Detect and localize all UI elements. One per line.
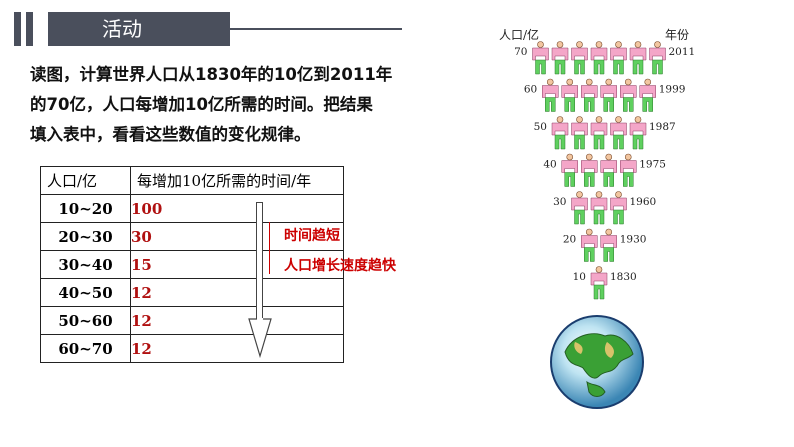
population-label: 50 <box>534 121 547 133</box>
column-header-time: 每增加10亿所需的时间/年 <box>130 166 344 195</box>
person-figure <box>620 153 637 187</box>
person-figure <box>571 116 588 150</box>
figure-ylabel: 人口/亿 <box>499 28 540 42</box>
person-figure <box>620 78 637 112</box>
year-label: 1975 <box>639 159 666 171</box>
table-row: 60~70 12 <box>40 334 344 363</box>
years-cell: 30 <box>130 222 344 251</box>
population-label: 60 <box>524 84 537 96</box>
person-figure <box>629 41 647 75</box>
years-cell: 15 <box>130 250 344 279</box>
note-growth-faster: 人口增长速度趋快 <box>284 258 396 274</box>
year-label: 1830 <box>610 271 637 283</box>
population-cell: 40~50 <box>40 278 131 307</box>
table-row: 10~20 100 <box>40 194 344 223</box>
instruction-line: 的70亿，人口每增加10亿所需的时间。把结果 <box>30 95 373 114</box>
population-label: 20 <box>563 234 576 246</box>
people-rows: 70 2011 60 1999 50 1987 40 1975 30 1960 20 1930 10 18… <box>514 41 696 300</box>
year-label: 1930 <box>620 234 647 246</box>
person-figure <box>600 78 617 112</box>
instruction-line: 填入表中，看看这些数值的变化规律。 <box>30 125 311 144</box>
person-figure <box>581 153 598 187</box>
years-cell: 100 <box>130 194 344 223</box>
person-figure <box>551 41 569 75</box>
note-bracket <box>269 222 270 274</box>
person-figure <box>649 41 666 75</box>
table-header-row: 人口/亿 每增加10亿所需的时间/年 <box>40 166 344 195</box>
note-time-shorter: 时间趋短 <box>284 228 340 244</box>
person-figure <box>551 116 569 150</box>
trend-arrow-head-icon <box>248 318 272 358</box>
instructions: 读图，计算世界人口从1830年的10亿到2011年 的70亿，人口每增加10亿所… <box>30 60 400 150</box>
year-label: 2011 <box>669 46 696 58</box>
person-figure <box>600 153 617 187</box>
year-label: 1960 <box>630 196 657 208</box>
table-row: 40~50 12 <box>40 278 344 307</box>
person-figure <box>629 116 647 150</box>
table-row: 30~40 15 <box>40 250 344 279</box>
population-figure: 人口/亿 年份 70 2011 60 1999 50 1987 40 1975 30 1960 20… <box>455 0 794 447</box>
year-label: 1999 <box>659 84 686 96</box>
years-cell: 12 <box>130 278 344 307</box>
table-row: 20~30 30 <box>40 222 344 251</box>
instruction-line: 读图，计算世界人口从1830年的10亿到2011年 <box>30 65 393 84</box>
person-figure <box>542 78 559 112</box>
page-title: 活动 <box>48 12 230 46</box>
globe-icon <box>550 315 644 409</box>
person-figure <box>590 266 608 300</box>
person-figure <box>600 228 617 262</box>
person-figure <box>610 191 627 225</box>
person-figure <box>561 78 578 112</box>
population-cell: 60~70 <box>40 334 131 363</box>
trend-arrow-shaft <box>256 202 263 320</box>
population-cell: 50~60 <box>40 306 131 335</box>
years-cell: 12 <box>130 334 344 363</box>
table-row: 50~60 12 <box>40 306 344 335</box>
population-label: 10 <box>573 271 586 283</box>
years-cell: 12 <box>130 306 344 335</box>
population-cell: 20~30 <box>40 222 131 251</box>
person-figure <box>581 228 598 262</box>
person-figure <box>581 78 598 112</box>
population-cell: 10~20 <box>40 194 131 223</box>
person-figure <box>561 153 578 187</box>
population-label: 40 <box>543 159 556 171</box>
person-figure <box>610 41 627 75</box>
person-figure <box>590 41 608 75</box>
header-bars <box>14 12 44 46</box>
population-label: 30 <box>553 196 566 208</box>
population-cell: 30~40 <box>40 250 131 279</box>
person-figure <box>532 41 549 75</box>
figure-xlabel: 年份 <box>665 28 690 42</box>
population-label: 70 <box>514 46 527 58</box>
header-divider <box>230 28 402 30</box>
person-figure <box>590 191 608 225</box>
person-figure <box>639 78 656 112</box>
person-figure <box>571 41 588 75</box>
person-figure <box>571 191 588 225</box>
column-header-population: 人口/亿 <box>40 166 131 195</box>
year-label: 1987 <box>649 121 676 133</box>
population-table: 人口/亿 每增加10亿所需的时间/年 10~20 100 20~30 30 30… <box>40 166 344 363</box>
person-figure <box>610 116 627 150</box>
person-figure <box>590 116 608 150</box>
